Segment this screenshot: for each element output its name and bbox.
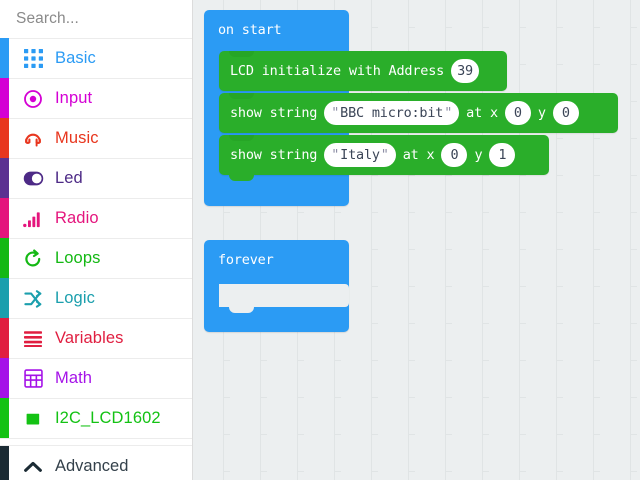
sidebar-item-variables[interactable]: Variables [0,318,192,358]
shuffle-icon [22,288,44,310]
category-accent-bar [0,278,9,318]
block-show-string-2-y-label: y [474,147,483,163]
block-show-string-2[interactable]: show string " Italy " at x 0 y 1 [219,135,549,175]
loop-arrow-icon [22,248,44,270]
sidebar-item-label: I2C_LCD1602 [55,409,161,427]
show-string-2-text-value: Italy [340,147,380,163]
category-accent-bar [0,446,9,480]
category-accent-bar [0,198,9,238]
block-notch [229,51,254,57]
category-accent-bar [0,318,9,358]
show-string-1-x-field[interactable]: 0 [504,101,531,125]
target-icon [22,88,44,110]
show-string-1-y-field[interactable]: 0 [552,101,579,125]
block-lcd-initialize-label: LCD initialize with Address [230,63,445,79]
stack-bottom-notch [229,175,254,181]
calculator-icon [22,368,44,390]
block-forever-label: forever [218,252,274,268]
sidebar-item-loops[interactable]: Loops [0,238,192,278]
category-accent-bar [0,118,9,158]
sidebar-item-label: Led [55,169,83,187]
block-show-string-1[interactable]: show string " BBC micro:bit " at x 0 y 0 [219,93,618,133]
sidebar-item-label: Loops [55,249,101,267]
toolbox-divider [0,438,192,446]
lcd-address-field[interactable]: 39 [451,59,479,83]
signal-bars-icon [22,208,44,230]
block-notch [229,93,254,99]
forever-slot-notch [229,307,254,313]
block-show-string-1-y-label: y [537,105,546,121]
sidebar-item-advanced[interactable]: Advanced [0,446,192,480]
category-accent-bar [0,158,9,198]
sidebar-item-input[interactable]: Input [0,78,192,118]
forever-empty-slot[interactable] [219,284,349,307]
sidebar-item-math[interactable]: Math [0,358,192,398]
category-accent-bar [0,238,9,278]
sidebar-item-label: Input [55,89,93,107]
category-list: Basic Input [0,38,192,480]
quote-close: " [444,105,453,121]
show-string-1-text-value: BBC micro:bit [340,105,444,121]
sidebar-item-label: Variables [55,329,124,347]
block-lcd-initialize[interactable]: LCD initialize with Address 39 [219,51,507,91]
search-input[interactable] [16,10,192,28]
block-show-string-1-at-x-label: at x [466,105,498,121]
chevron-up-icon [22,456,44,478]
toggle-icon [22,168,44,190]
sidebar-item-label: Math [55,369,93,387]
block-on-start-label: on start [218,22,282,38]
headphones-icon [22,128,44,150]
toolbox-sidebar: Basic Input [0,0,193,480]
search-bar[interactable] [0,0,192,38]
sidebar-item-music[interactable]: Music [0,118,192,158]
show-string-2-text-field[interactable]: " Italy " [324,143,396,167]
category-accent-bar [0,38,9,78]
square-icon [22,408,44,430]
quote-open: " [331,105,340,121]
block-show-string-2-label: show string [230,147,318,163]
sidebar-item-label: Logic [55,289,95,307]
lines-icon [22,328,44,350]
sidebar-item-label: Basic [55,49,96,67]
blocks-layer: on start LCD initialize with Address 39 … [193,0,640,480]
sidebar-item-basic[interactable]: Basic [0,38,192,78]
show-string-2-y-field[interactable]: 1 [489,143,516,167]
quote-close: " [380,147,389,163]
block-show-string-1-label: show string [230,105,318,121]
category-accent-bar [0,78,9,118]
sidebar-item-logic[interactable]: Logic [0,278,192,318]
category-accent-bar [0,358,9,398]
quote-open: " [331,147,340,163]
sidebar-item-label: Advanced [55,457,129,475]
sidebar-item-radio[interactable]: Radio [0,198,192,238]
blocks-workspace-canvas[interactable]: on start LCD initialize with Address 39 … [193,0,640,480]
show-string-1-text-field[interactable]: " BBC micro:bit " [324,101,460,125]
sidebar-item-i2c-lcd1602[interactable]: I2C_LCD1602 [0,398,192,438]
grid-icon [22,48,44,70]
block-show-string-2-at-x-label: at x [402,147,435,163]
block-notch [229,135,254,141]
sidebar-item-led[interactable]: Led [0,158,192,198]
sidebar-item-label: Radio [55,209,99,227]
sidebar-item-label: Music [55,129,99,147]
show-string-2-x-field[interactable]: 0 [441,143,468,167]
category-accent-bar [0,398,9,438]
